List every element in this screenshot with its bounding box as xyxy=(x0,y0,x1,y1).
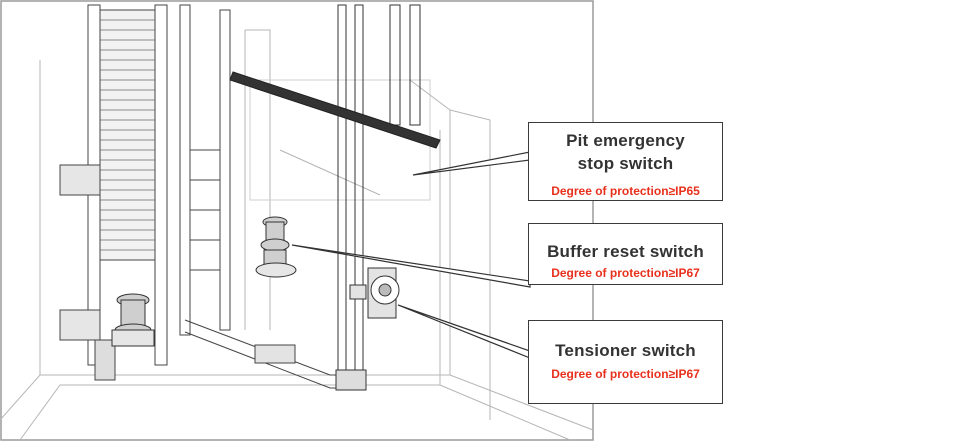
drawing-frame xyxy=(0,0,594,441)
car-bottom-frame xyxy=(184,319,360,389)
callout-title: Tensioner switch xyxy=(555,341,696,360)
protection-rating: Degree of protection≥IP65 xyxy=(551,184,700,198)
protection-rating: Degree of protection≥IP67 xyxy=(551,367,700,381)
callout-title: Buffer reset switch xyxy=(547,242,704,261)
pit-structure xyxy=(0,29,594,441)
callout-title: Pit emergency xyxy=(566,131,685,150)
top-beam xyxy=(229,71,441,149)
protection-rating: Degree of protection≥IP67 xyxy=(551,266,700,280)
pit-emergency-stop-switch-callout: Pit emergency stop switch Degree of prot… xyxy=(528,122,723,201)
counterweight-assembly xyxy=(59,4,231,381)
car-guide-rail xyxy=(335,4,421,391)
car-buffer xyxy=(255,216,297,278)
tensioner-switch-callout: Tensioner switch Degree of protection≥IP… xyxy=(528,320,723,404)
leader-lines xyxy=(291,151,531,359)
counterweight-buffer xyxy=(111,293,155,347)
callout-title: stop switch xyxy=(577,154,674,173)
tensioner xyxy=(349,267,400,319)
buffer-reset-switch-callout: Buffer reset switch Degree of protection… xyxy=(528,223,723,285)
